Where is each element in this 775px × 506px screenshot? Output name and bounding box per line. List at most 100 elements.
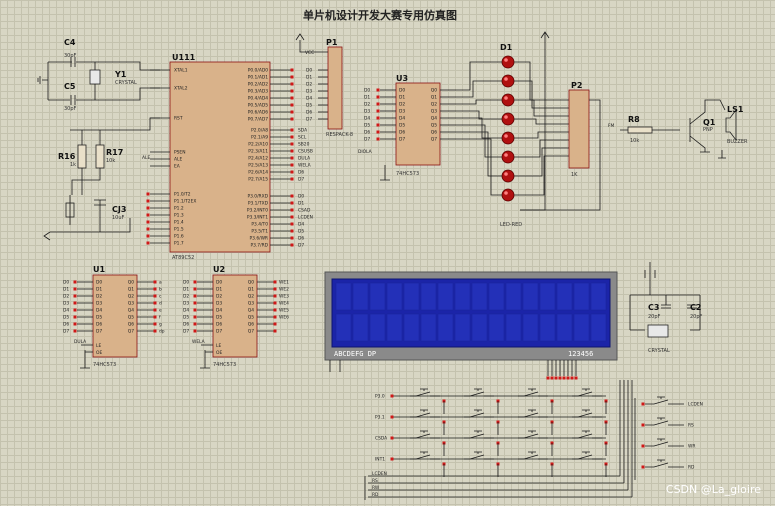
- net-label: D4: [306, 96, 312, 102]
- buzzer-symbol: [725, 108, 737, 142]
- keypad-switch: [410, 388, 440, 397]
- latch-pin-label: D7: [216, 329, 222, 335]
- net-label: SB20: [298, 142, 310, 148]
- mcu-pin-terminal: [290, 201, 294, 205]
- net-label: D0: [183, 280, 189, 286]
- key-switch: [645, 459, 684, 468]
- latch-pin-terminal: [73, 301, 77, 305]
- led: [501, 188, 515, 202]
- lcd-pin-terminal: [550, 376, 554, 380]
- lcd-cell: [335, 282, 352, 311]
- latch-pin-terminal: [273, 329, 277, 333]
- lcd-cell: [335, 313, 352, 342]
- mcu-pin-label: P1.6: [174, 234, 184, 240]
- lcd-pin-terminal: [554, 376, 558, 380]
- latch-pin-label: Q4: [248, 308, 254, 314]
- lcd-cell: [403, 313, 420, 342]
- lcd-pin-terminal: [558, 376, 562, 380]
- net-label: e: [159, 309, 162, 314]
- u3-pin-label: Q1: [431, 95, 437, 101]
- latch-pin-label: D0: [216, 280, 222, 286]
- respack-p1: P1 RESPACK-8 VCC: [295, 33, 353, 138]
- led-wire: [456, 124, 502, 158]
- u3-pin-label: Q6: [431, 130, 437, 136]
- led: [501, 150, 515, 164]
- lcd-line2: 123456: [568, 350, 593, 358]
- u1-le-net: DULA: [74, 339, 86, 345]
- net-label: D4: [183, 308, 189, 314]
- mcu-pin-label: P0.5/AD5: [248, 103, 268, 109]
- mcu-pin-label: P0.3/AD3: [248, 89, 268, 95]
- clock-circuit-2: C3 20pF C2 20pF CRYSTAL: [629, 262, 703, 354]
- key-label: RS: [688, 423, 694, 429]
- net-label: D2: [63, 294, 69, 300]
- net-label: D5: [306, 103, 312, 109]
- p2-value: 1K: [571, 172, 578, 178]
- c5-ref: C5: [64, 82, 76, 91]
- mcu-pin-label: P1.0/T2: [174, 192, 191, 198]
- keypad-row-terminal: [390, 394, 394, 398]
- led-highlight: [504, 191, 508, 195]
- net-label: DULA: [298, 156, 310, 162]
- net-label: c: [159, 295, 162, 300]
- u1-part: 74HC573: [93, 362, 116, 368]
- latch-pin-label: Q2: [248, 294, 254, 300]
- crystal-2-symbol: [647, 324, 669, 338]
- r16-symbol: [77, 144, 87, 169]
- latch-pin-label: OE: [96, 350, 102, 356]
- mcu-pin-terminal: [290, 177, 294, 181]
- mcu-pin-label: P2.0/A8: [251, 128, 268, 134]
- lcd-pins: [329, 360, 578, 380]
- u2-ref: U2: [213, 265, 225, 274]
- led-wire: [514, 131, 569, 139]
- mcu-pin-terminal: [146, 192, 150, 196]
- net-label: WE3: [279, 294, 289, 300]
- latch-pin-label: D0: [96, 280, 102, 286]
- lcd-cell: [369, 313, 386, 342]
- net-label: D0: [298, 194, 304, 200]
- keypad-switch: [518, 409, 548, 418]
- p1-vcc-label: VCC: [305, 50, 314, 56]
- lcd-cell: [522, 313, 539, 342]
- mcu-pin-label: P0.1/AD1: [248, 75, 268, 81]
- key-switch: [645, 438, 684, 447]
- led-highlight: [504, 115, 508, 119]
- net-label: D1: [63, 287, 69, 293]
- lcd-cell: [420, 313, 437, 342]
- latch-pin-label: D1: [96, 287, 102, 293]
- mcu-pin-label: P2.4/A12: [248, 156, 268, 162]
- key-switch: [645, 417, 684, 426]
- latch-pin-terminal: [73, 280, 77, 284]
- lcd-cell: [556, 313, 573, 342]
- net-label: D0: [306, 68, 312, 74]
- mcu-pin-terminal: [146, 241, 150, 245]
- cj3-value: 10uF: [112, 215, 125, 221]
- mcu-pin-terminal: [290, 82, 294, 86]
- net-label: D3: [364, 109, 370, 115]
- crystal-y1-symbol: [89, 69, 101, 85]
- u3-pin-label: D6: [399, 130, 405, 136]
- mcu-u111: U111 AT89C52 XTAL1XTAL2RSTPSENALEEAP1.0/…: [146, 53, 328, 261]
- u3-pin-terminal: [376, 88, 380, 92]
- mcu-pin-label: P2.7/A15: [248, 177, 268, 183]
- latch-pin-terminal: [193, 308, 197, 312]
- latch-pin-terminal: [73, 287, 77, 291]
- net-label: SCL: [298, 135, 307, 141]
- lcd-cell: [420, 282, 437, 311]
- key-label: RD: [688, 465, 695, 471]
- ale-net-label: ALE: [142, 155, 150, 161]
- keypad-switch: [518, 451, 548, 460]
- p1-ref: P1: [326, 38, 338, 47]
- latch-pin-label: Q0: [248, 280, 254, 286]
- led-wire: [514, 139, 569, 158]
- led-wire: [514, 99, 569, 117]
- mcu-pin-label: P3.5/T1: [251, 229, 268, 235]
- c4-value: 30pF: [64, 53, 77, 59]
- net-label: D7: [306, 117, 312, 123]
- net-label: D1: [298, 201, 304, 207]
- u3-pin-terminal: [376, 137, 380, 141]
- latch-pin-terminal: [273, 287, 277, 291]
- latch-pin-label: D5: [96, 315, 102, 321]
